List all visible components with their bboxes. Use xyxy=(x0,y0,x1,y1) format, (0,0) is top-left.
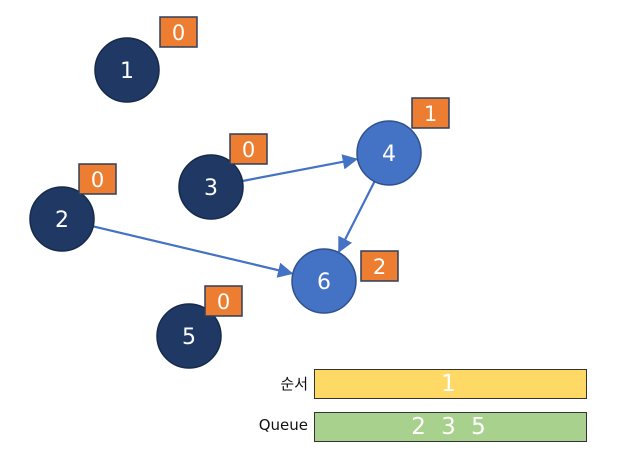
edges-layer xyxy=(88,154,378,278)
indegree-badge-box-2 xyxy=(78,163,117,195)
node-2: 2 xyxy=(29,186,95,252)
order-label: 순서 xyxy=(280,375,308,393)
indegree-badge-box-1 xyxy=(159,16,198,48)
node-label-4: 4 xyxy=(382,142,396,167)
edge-2-6 xyxy=(88,224,294,278)
indegree-badge-3: 0 xyxy=(229,133,268,165)
indegree-badge-box-3 xyxy=(229,133,268,165)
badges-layer: 0 0 0 1 0 2 xyxy=(78,16,450,317)
node-circle-4 xyxy=(356,120,422,186)
node-circle-2 xyxy=(29,186,95,252)
indegree-value-2: 0 xyxy=(91,168,104,192)
indegree-value-6: 2 xyxy=(373,255,386,279)
node-1: 1 xyxy=(94,37,160,103)
node-4: 4 xyxy=(356,120,422,186)
queue-bar: 2 3 5 xyxy=(314,412,587,442)
node-label-3: 3 xyxy=(204,176,218,201)
node-5: 5 xyxy=(156,303,222,369)
indegree-badge-2: 0 xyxy=(78,163,117,195)
indegree-value-5: 0 xyxy=(217,290,230,314)
indegree-badge-box-4 xyxy=(411,97,450,129)
node-6: 6 xyxy=(291,248,357,314)
node-label-5: 5 xyxy=(182,325,196,350)
indegree-badge-5: 0 xyxy=(204,285,243,317)
order-bar: 1 xyxy=(314,369,587,399)
indegree-badge-1: 0 xyxy=(159,16,198,48)
nodes-layer: 1 2 3 4 5 6 xyxy=(29,37,422,369)
indegree-badge-box-5 xyxy=(204,285,243,317)
node-label-2: 2 xyxy=(55,208,69,233)
node-label-6: 6 xyxy=(317,270,331,295)
indegree-value-1: 0 xyxy=(172,21,185,45)
edge-3-4 xyxy=(238,154,359,183)
indegree-value-3: 0 xyxy=(242,138,255,162)
node-label-1: 1 xyxy=(120,59,134,84)
indegree-badge-6: 2 xyxy=(360,250,399,282)
node-circle-3 xyxy=(178,154,244,220)
edge-4-6 xyxy=(337,177,378,253)
node-circle-1 xyxy=(94,37,160,103)
indegree-badge-box-6 xyxy=(360,250,399,282)
node-circle-5 xyxy=(156,303,222,369)
indegree-value-4: 1 xyxy=(424,102,437,126)
queue-label: Queue xyxy=(258,416,308,434)
indegree-badge-4: 1 xyxy=(411,97,450,129)
node-3: 3 xyxy=(178,154,244,220)
node-circle-6 xyxy=(291,248,357,314)
